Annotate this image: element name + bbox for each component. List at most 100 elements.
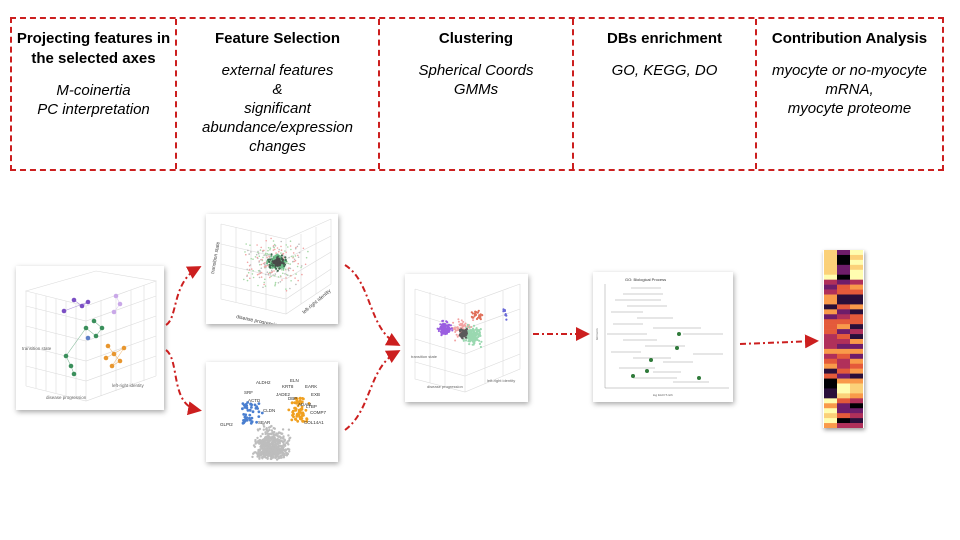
heatmap-cell — [850, 413, 863, 419]
axis-label-leftright: left-right identity — [301, 288, 332, 316]
heatmap-cell — [837, 403, 850, 409]
cloud-point — [297, 254, 299, 257]
cluster-point — [462, 324, 465, 327]
volcano-point — [268, 449, 271, 452]
feature-trajectory-line — [63, 299, 89, 312]
cloud-point — [274, 283, 277, 285]
volcano-point — [288, 450, 291, 453]
volcano-up-point — [307, 402, 311, 405]
cloud-point — [287, 246, 289, 248]
cluster-point — [481, 314, 484, 317]
volcano-down-point — [253, 403, 257, 407]
volcano-down-point — [257, 402, 261, 405]
volcano-point — [257, 439, 260, 442]
cloud-point — [281, 279, 283, 281]
heatmap-cell — [837, 339, 850, 345]
heatmap-cell — [837, 348, 850, 355]
volcano-point — [266, 436, 269, 439]
cluster-point — [463, 332, 466, 336]
volcano-point — [287, 434, 290, 437]
heatmap-cell — [824, 309, 837, 315]
volcano-point — [252, 452, 255, 455]
volcano-gene-label: COL14A1 — [304, 420, 324, 425]
volcano-point — [287, 439, 291, 442]
cluster-point — [464, 328, 468, 332]
cloud-point — [297, 262, 299, 265]
volcano-point — [271, 440, 274, 444]
volcano-up-point — [297, 410, 301, 414]
volcano-up-point — [302, 413, 305, 417]
volcano-point — [254, 442, 257, 445]
volcano-point — [270, 437, 273, 440]
cloud-point — [263, 283, 265, 286]
volcano-point — [259, 435, 262, 438]
volcano-down-point — [255, 420, 258, 424]
volcano-down-point — [245, 418, 249, 422]
cloud-center-point — [281, 258, 285, 262]
volcano-gene-label: LTBP — [306, 404, 317, 409]
heatmap-cell — [824, 289, 837, 295]
cluster-point — [460, 336, 463, 339]
heatmap-cell — [850, 383, 863, 389]
cloud-core-point — [267, 258, 270, 261]
volcano-point — [257, 429, 260, 432]
cloud-point — [248, 269, 251, 271]
heatmap-cell — [837, 398, 850, 404]
cloud-point — [266, 256, 268, 259]
volcano-point — [257, 450, 260, 453]
volcano-point — [262, 425, 266, 428]
volcano-point — [271, 456, 275, 459]
heatmap-cell — [837, 368, 850, 374]
feature-point — [83, 325, 89, 331]
cloud-core-point — [269, 258, 272, 261]
volcano-point — [286, 447, 290, 451]
volcano-point — [276, 447, 279, 450]
cloud-point — [258, 276, 261, 279]
cloud-point — [293, 258, 296, 261]
cloud-point — [262, 256, 264, 259]
heatmap-cell — [837, 319, 850, 325]
volcano-point — [261, 445, 264, 448]
feature-point — [105, 343, 111, 349]
feature-point — [85, 335, 91, 341]
cluster-point — [442, 322, 445, 325]
cloud-point — [272, 274, 274, 276]
heatmap-cell — [850, 319, 863, 325]
cluster-point — [474, 310, 477, 313]
volcano-up-point — [290, 401, 294, 405]
heatmap-cell — [824, 294, 837, 300]
cloud-point — [278, 248, 280, 251]
cloud-core-point — [274, 257, 277, 260]
volcano-point — [262, 447, 265, 450]
volcano-point — [260, 440, 264, 443]
cluster-point — [478, 331, 481, 334]
feature-point — [99, 325, 105, 331]
heatmap-cell — [850, 304, 863, 310]
heatmap-cell — [850, 309, 863, 315]
volcano-point — [266, 445, 269, 449]
heatmap-cell — [824, 363, 837, 369]
cloud-center-point — [276, 257, 279, 260]
cloud-point — [249, 277, 251, 280]
cluster-point — [460, 328, 463, 331]
cloud-core-point — [276, 269, 279, 272]
volcano-up-point — [287, 408, 291, 412]
cloud-point — [257, 250, 259, 253]
cloud-point — [250, 251, 252, 253]
heatmap-cell — [850, 250, 863, 256]
axis-label-transition: transition state — [22, 346, 52, 351]
cluster-point — [472, 329, 475, 332]
volcano-point — [262, 455, 266, 458]
cloud-point — [267, 274, 270, 276]
cluster-point — [478, 339, 481, 342]
cluster-point — [473, 332, 476, 335]
cluster-point — [468, 338, 471, 341]
heatmap-cell — [837, 423, 850, 428]
volcano-up-point — [297, 401, 301, 405]
volcano-up-point — [291, 410, 295, 414]
cloud-point — [255, 253, 258, 256]
cluster-point — [457, 318, 460, 321]
cloud-point — [280, 252, 282, 254]
cluster-point — [445, 330, 448, 333]
